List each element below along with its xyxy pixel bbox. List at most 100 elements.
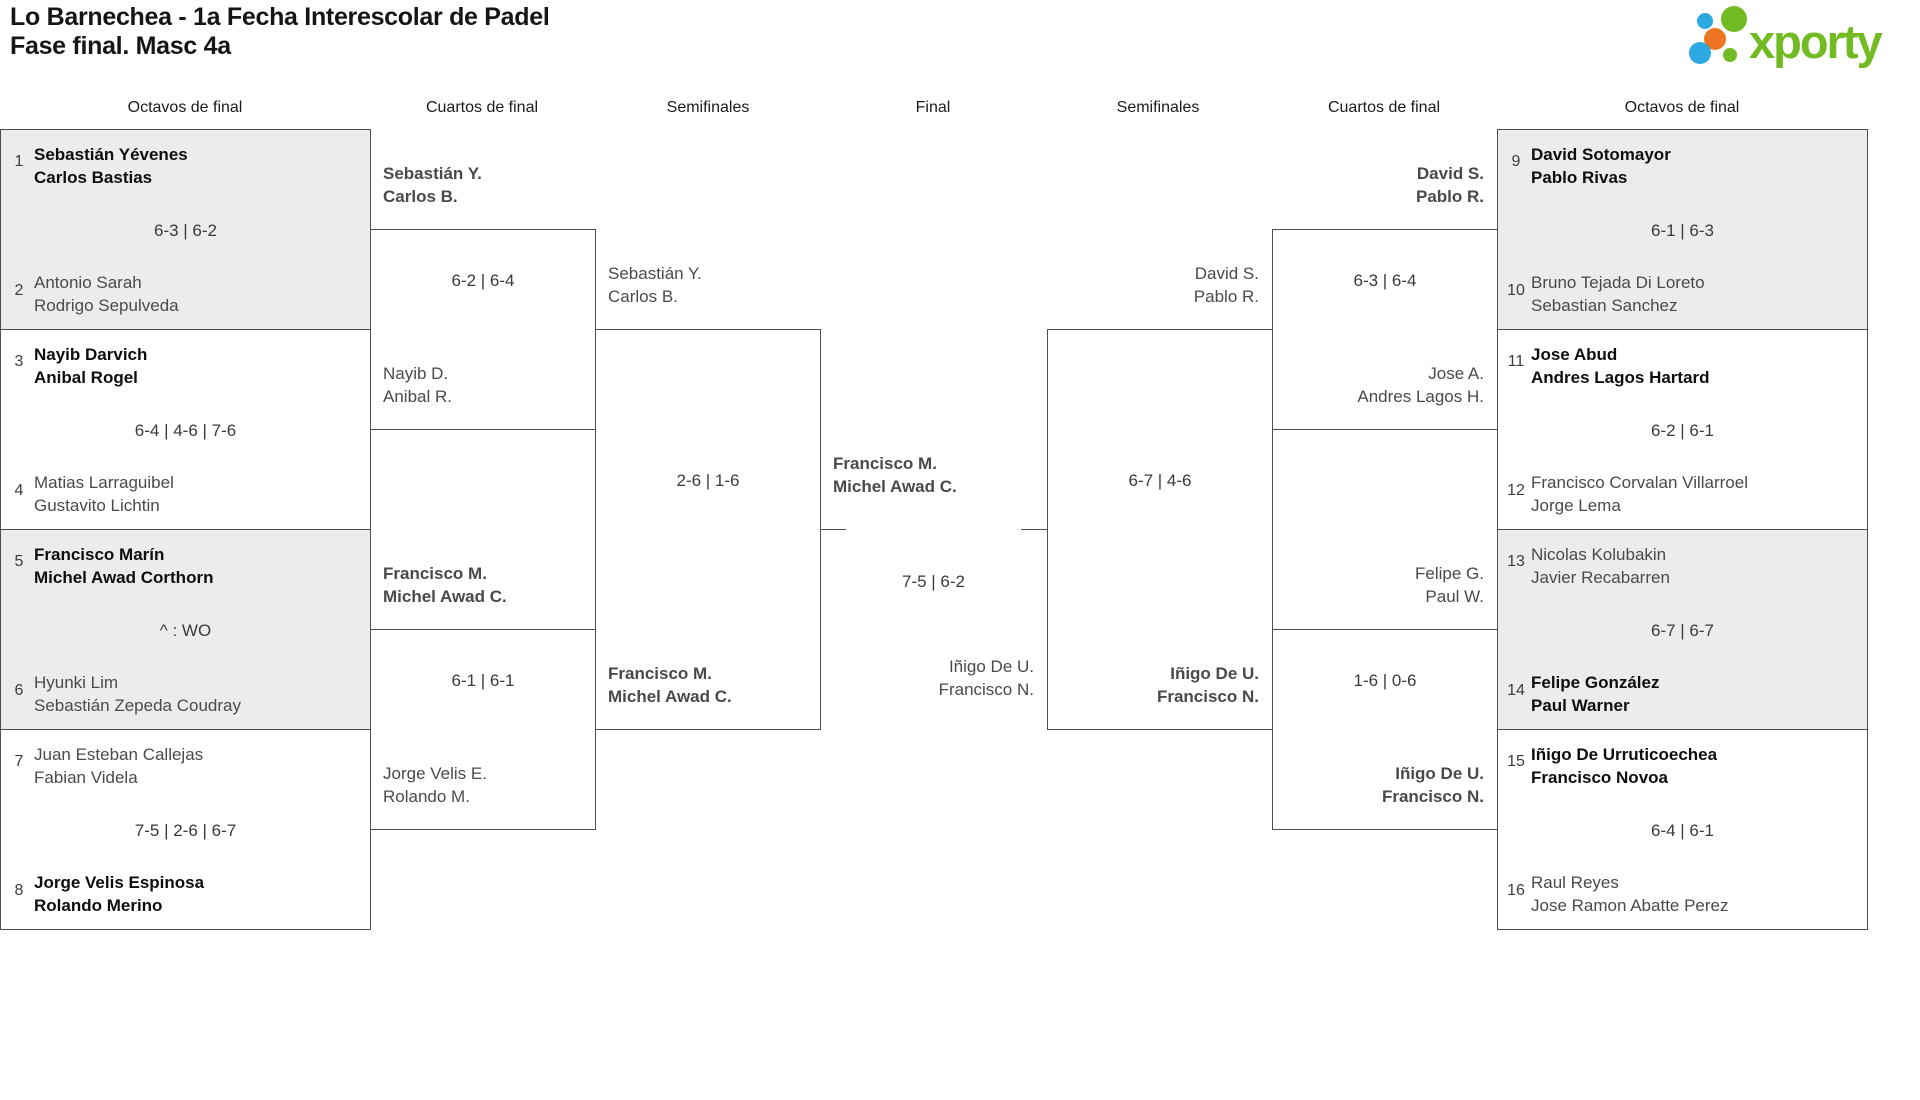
team-names: Francisco M. Michel Awad C. [833,452,957,498]
team-name: Gustavito Lichtin [34,496,160,515]
team-name: Carlos B. [383,187,458,206]
seed-number: 7 [14,753,24,770]
round-header-semis-right: Semifinales [1116,99,1200,116]
team-name: Iñigo De U. [1170,664,1259,683]
team-name: Matias Larraguibel [34,473,174,492]
seed-number: 15 [1507,753,1525,770]
seed-number: 16 [1507,882,1525,899]
team-names: Sebastián Y.Carlos B. [608,262,702,308]
team-names: David S.Pablo R. [1047,262,1259,308]
team-name: Francisco N. [938,680,1034,699]
seed-number: 11 [1507,353,1525,370]
team-name: Raul Reyes [1531,873,1619,892]
logo-dot-green-small [1723,48,1737,62]
match-score: 7-5 | 6-2 [901,572,965,591]
round-header-octavos-right: Octavos de final [1624,99,1740,116]
match-score: 6-3 | 6-2 [153,221,217,240]
team-name: Jose Abud [1531,345,1618,364]
team-names: Francisco M.Michel Awad C. [383,562,507,608]
xporty-logo[interactable]: xporty [1686,0,1906,74]
seed-number: 14 [1507,682,1525,699]
team-name: Francisco N. [1381,787,1484,806]
team-name: Michel Awad C. [608,687,732,706]
team-name: Jorge Lema [1531,496,1621,515]
team-name: David Sotomayor [1531,145,1671,164]
round-header-cuartos-right: Cuartos de final [1327,99,1441,116]
team-name: Sebastian Sanchez [1531,296,1678,315]
seed-number: 4 [14,482,24,499]
team-name: Francisco M. [833,454,937,473]
team-name: Iñigo De U. [1395,764,1484,783]
team-name: Antonio Sarah [34,273,142,292]
match-score: 6-7 | 4-6 [1128,471,1192,490]
match-box-semifinal-2[interactable]: 6-7 | 4-6 [1047,329,1273,730]
team-name: Javier Recabarren [1531,568,1670,587]
team-name: Michel Awad Corthorn [34,568,214,587]
match-score: 6-4 | 4-6 | 7-6 [134,421,237,440]
team-names: Francisco M. Michel Awad C. [608,662,732,708]
seed-number: 13 [1507,553,1525,570]
team-name: Iñigo De U. [948,657,1034,676]
team-name: Paul Warner [1531,696,1630,715]
team-name: Hyunki Lim [34,673,119,692]
team-name: Francisco M. [383,564,487,583]
logo-dot-blue-small [1697,13,1713,29]
final-connector-left [820,529,846,530]
team-name: Sebastián Y. [383,164,482,183]
team-name: Francisco Marín [34,545,165,564]
round-header-final: Final [915,99,951,116]
match-score: 6-1 | 6-3 [1650,221,1714,240]
seed-number: 10 [1507,282,1525,299]
team-name: Andres Lagos H. [1357,387,1484,406]
round-header-semis-left: Semifinales [666,99,750,116]
team-name: Rolando M. [383,787,470,806]
team-name: Sebastián Zepeda Coudray [34,696,241,715]
team-name: Felipe G. [1415,564,1484,583]
team-name: Michel Awad C. [833,477,957,496]
team-name: Francisco Novoa [1531,768,1668,787]
team-name: Bruno Tejada Di Loreto [1531,273,1705,292]
seed-number: 3 [14,353,24,370]
team-name: Francisco M. [608,664,712,683]
team-name: Sebastián Y. [608,264,702,283]
match-score: 6-7 | 6-7 [1650,621,1714,640]
team-name: Nicolas Kolubakin [1531,545,1667,564]
seed-number: 12 [1507,482,1525,499]
seed-number: 9 [1511,153,1521,170]
round-header-octavos-left: Octavos de final [127,99,243,116]
match-score: 6-2 | 6-4 [451,271,515,290]
team-name: Carlos Bastias [34,168,153,187]
team-names: Jorge Velis E. Rolando M. [383,762,487,808]
team-name: David S. [1194,264,1259,283]
team-names: Nayib D.Anibal R. [383,362,452,408]
team-names: Jose A. Andres Lagos H. [1272,362,1484,408]
team-name: Andres Lagos Hartard [1531,368,1710,387]
team-name: Sebastián Yévenes [34,145,188,164]
team-names: Iñigo De U. Francisco N. [820,655,1034,701]
match-score: 6-4 | 6-1 [1650,821,1714,840]
team-name: Jorge Velis E. [383,764,487,783]
team-name: Jose A. [1428,364,1484,383]
team-name: David S. [1416,164,1484,183]
page-title: Lo Barnechea - 1a Fecha Interescolar de … [10,3,550,61]
